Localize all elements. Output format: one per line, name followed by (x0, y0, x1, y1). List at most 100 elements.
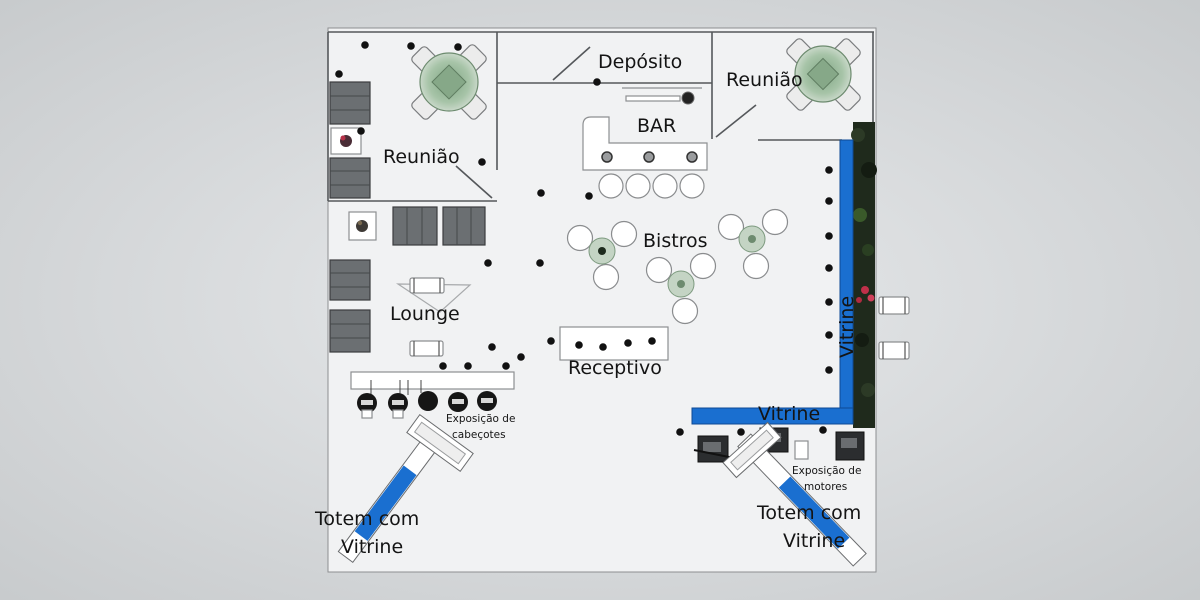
bistro-chair (592, 263, 620, 291)
sofa (329, 157, 371, 199)
black-dot (484, 259, 492, 267)
bistro-chair (742, 252, 770, 280)
totem-left (337, 414, 474, 564)
bistro-chair (689, 252, 717, 280)
bistro-chair (645, 256, 673, 284)
bistro-chair (566, 224, 594, 252)
label-totem-left-line2: Vitrine (341, 536, 403, 558)
armchair (409, 340, 444, 357)
black-dot (454, 43, 462, 51)
black-dot (648, 337, 656, 345)
black-dot (335, 70, 343, 78)
black-dot (825, 197, 833, 205)
plant-box (348, 211, 377, 241)
bistro-chair (610, 220, 638, 248)
meeting-table-base (806, 57, 840, 91)
label-exposicao-cabecotes-line1: Exposição de (446, 413, 515, 425)
black-dot (825, 298, 833, 306)
totem-head (406, 414, 474, 472)
black-dot (585, 192, 593, 200)
label-exposicao-motores-line1: Exposição de (792, 465, 861, 477)
black-dot (537, 189, 545, 197)
black-dot (825, 331, 833, 339)
bar-stools (598, 173, 705, 199)
hedge (851, 122, 877, 428)
black-dot (478, 158, 486, 166)
bar-stool (598, 173, 624, 199)
bar-tap (643, 151, 655, 163)
lounge-area (329, 206, 486, 357)
door-deposito (552, 46, 591, 81)
speaker (681, 91, 695, 105)
sofa (442, 206, 486, 246)
black-dot (599, 343, 607, 351)
display-shelf (350, 371, 515, 390)
sofa (329, 309, 371, 353)
black-dot (624, 339, 632, 347)
bistro-cluster (566, 220, 638, 291)
door-left-room (455, 165, 493, 199)
label-totem-right-line2: Vitrine (783, 530, 845, 552)
black-dot (407, 42, 415, 50)
meeting-table-base (431, 64, 467, 100)
label-exposicao-motores-line2: motores (804, 481, 847, 493)
black-dot (488, 343, 496, 351)
pedestal (794, 440, 809, 460)
vitrine-vertical (839, 139, 854, 416)
label-lounge: Lounge (390, 303, 460, 325)
floor-dots (335, 41, 833, 436)
walls (327, 31, 874, 202)
black-dot (819, 426, 827, 434)
totem-head (722, 421, 782, 479)
bar-counter (582, 116, 708, 171)
door-right-room (715, 104, 757, 138)
bistro-cluster (645, 252, 717, 325)
engine (835, 431, 865, 461)
bar-stool (652, 173, 678, 199)
label-deposito: Depósito (598, 51, 682, 73)
bar-stool (625, 173, 651, 199)
black-dot (439, 362, 447, 370)
label-exposicao-cabecotes-line2: cabeçotes (452, 429, 506, 441)
armchair (409, 277, 445, 294)
black-dot (547, 337, 555, 345)
labels: Depósito Reunião BAR Reunião Bistros Lou… (314, 51, 861, 558)
plant-box (330, 127, 362, 155)
label-reuniao-left: Reunião (383, 146, 460, 168)
black-dot (825, 232, 833, 240)
black-dot (517, 353, 525, 361)
bistro-chair (761, 208, 789, 236)
sofa (329, 259, 371, 301)
bistro-chair (717, 213, 745, 241)
totem-vitrine (354, 465, 417, 541)
black-dot (502, 362, 510, 370)
meeting-room-right (786, 38, 861, 111)
black-dot (361, 41, 369, 49)
vitrine-horizontal (691, 407, 854, 425)
cabecotes-display (350, 371, 515, 419)
black-dot (676, 428, 684, 436)
sofa (329, 81, 371, 125)
bar-tap (601, 151, 613, 163)
label-vitrine-vertical: Vitrine (836, 296, 858, 358)
bistro-cluster (717, 208, 789, 280)
black-dot (357, 127, 365, 135)
bar-stool (679, 173, 705, 199)
black-dot (825, 264, 833, 272)
label-receptivo: Receptivo (568, 357, 662, 379)
pedestal (392, 409, 404, 419)
outside-chair (878, 341, 910, 360)
label-totem-left-line1: Totem com (314, 508, 419, 530)
black-dot (825, 166, 833, 174)
label-vitrine-horizontal: Vitrine (758, 403, 820, 425)
meeting-room-left (329, 44, 487, 199)
sofa (392, 206, 438, 246)
bar-tap (686, 151, 698, 163)
engine (693, 435, 735, 463)
totem-vitrine (778, 476, 850, 549)
black-dot (575, 341, 583, 349)
label-bistros: Bistros (643, 230, 708, 252)
cylinder-head (418, 391, 438, 411)
